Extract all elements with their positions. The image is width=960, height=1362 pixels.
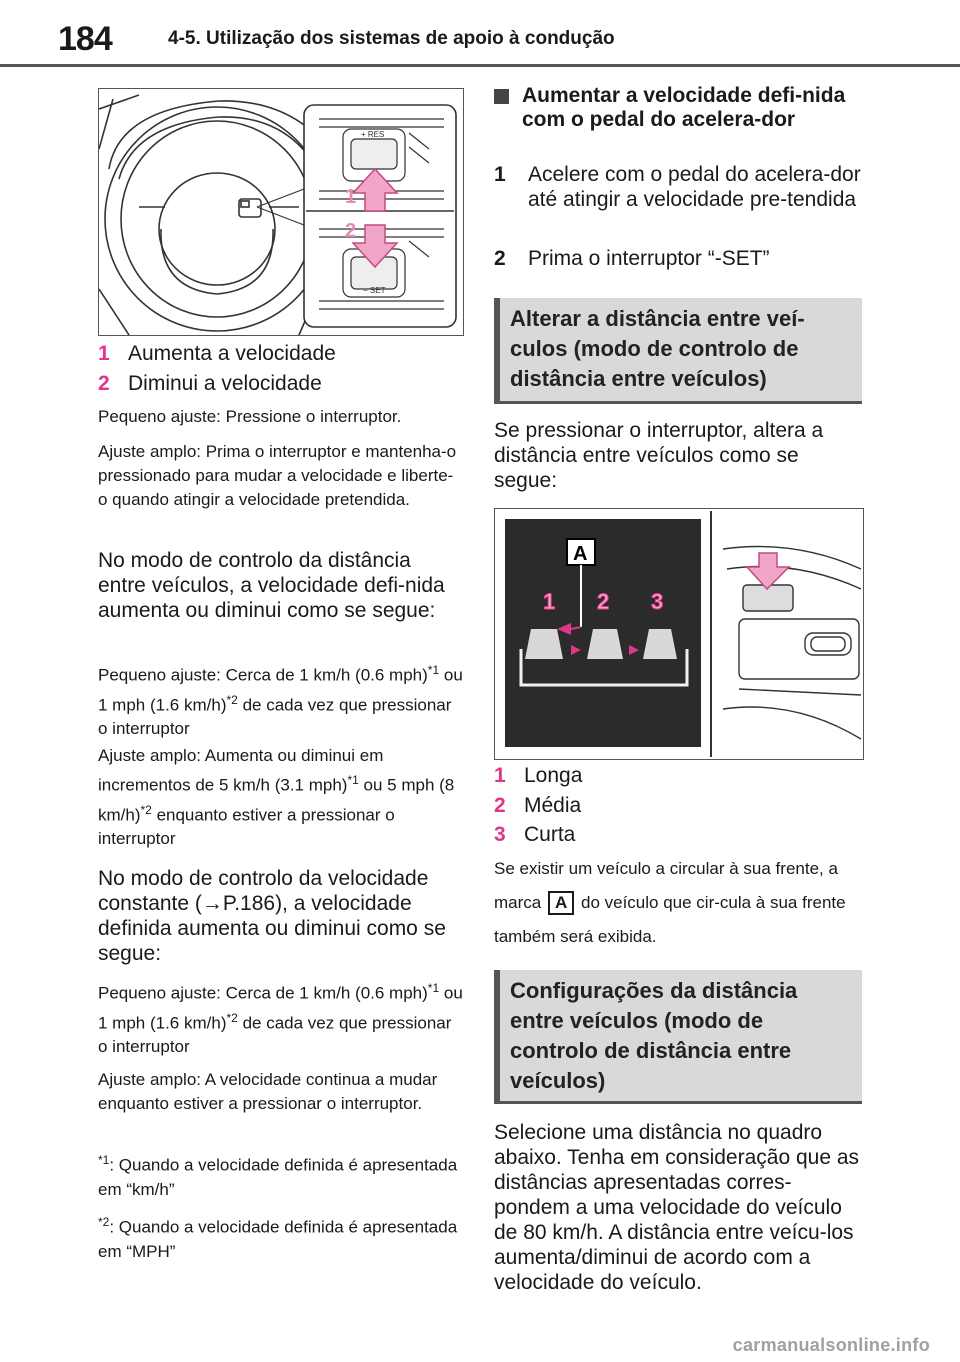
distance-label-1: 1 <box>543 589 555 614</box>
section-heading-box: Configurações da distância entre veículo… <box>494 970 862 1104</box>
footnote-ref: *2 <box>226 692 238 707</box>
note-lead-vehicle: Se existir um veículo a circular à sua f… <box>494 852 862 954</box>
paragraph-small-adjust: Pequeno ajuste: Pressione o interruptor. <box>98 407 402 426</box>
text-part: Pequeno ajuste: Cerca de 1 km/h (0.6 mph… <box>98 665 428 685</box>
step-arrow-icon <box>629 645 639 655</box>
footnote-ref: *1 <box>427 981 440 995</box>
down-arrow-icon <box>351 224 399 269</box>
item-text: Média <box>524 794 582 817</box>
item-text: Diminui a velocidade <box>128 372 322 395</box>
footnote-ref: *2 <box>226 1010 238 1025</box>
footnote-1: *1: Quando a velocidade definida é apres… <box>98 1148 463 1202</box>
section-title: 4-5. Utilização dos sistemas de apoio à … <box>168 28 615 49</box>
step-number: 1 <box>494 163 506 186</box>
note-text: Se existir um veículo a circular à sua f… <box>494 859 838 912</box>
paragraph-large-adjust: Ajuste amplo: Prima o interruptor e mant… <box>98 442 457 509</box>
footnote-ref: *1 <box>347 773 359 787</box>
header-rule <box>0 64 960 67</box>
list-item: 3 Curta <box>494 823 575 847</box>
heading-distance-mode: No modo de controlo da distância entre v… <box>98 549 445 622</box>
step-text: Acelere com o pedal do acelera-dor até a… <box>528 163 861 211</box>
paragraph-closing: Selecione uma distância no quadro abaixo… <box>494 1121 860 1294</box>
item-number: 2 <box>494 794 506 817</box>
callout-1: 1 <box>345 186 356 208</box>
step-number: 2 <box>494 247 506 270</box>
paragraph-constant-small: Pequeno ajuste: Cerca de 1 km/h (0.6 mph… <box>98 976 463 1059</box>
text-part: Pequeno ajuste: Cerca de 1 km/h (0.6 mph… <box>98 983 428 1003</box>
watermark: carmanualsonline.info <box>732 1335 930 1355</box>
footnote-ref: *1 <box>427 663 440 677</box>
steering-wheel-figure: + RES − SET 1 2 <box>98 88 464 336</box>
list-item: 1 Longa <box>494 764 582 788</box>
car-long-icon <box>525 629 563 659</box>
paragraph-constant-large: Ajuste amplo: A velocidade continua a mu… <box>98 1070 438 1113</box>
text-part: ou 1 mph (1.6 km/h) <box>98 983 463 1033</box>
item-text: Longa <box>524 764 583 787</box>
heading-accelerator: Aumentar a velocidade defi-nida com o pe… <box>522 84 846 131</box>
callout-2: 2 <box>345 220 356 242</box>
note-text: do veículo que cir-cula à sua frente tam… <box>494 893 846 946</box>
page-number: 184 <box>58 20 113 58</box>
step: 1 Acelere com o pedal do acelera-dor até… <box>494 162 864 212</box>
text-part: enquanto estiver a pressionar o interrup… <box>98 805 395 849</box>
item-text: Curta <box>524 823 576 846</box>
label-a: A <box>573 543 587 565</box>
heading-constant-mode: No modo de controlo da velocidade consta… <box>98 867 446 965</box>
item-number: 2 <box>98 372 110 395</box>
footnote-2: *2: Quando a velocidade definida é apres… <box>98 1210 463 1264</box>
section-heading-box: Alterar a distância entre veí-culos (mod… <box>494 298 862 404</box>
list-item: 1 Aumenta a velocidade <box>98 342 336 366</box>
step: 2 Prima o interruptor “-SET” <box>494 246 864 271</box>
mark-a-icon: A <box>547 891 575 915</box>
item-number: 1 <box>98 342 110 365</box>
up-arrow-icon <box>351 167 399 212</box>
press-arrow-icon <box>745 552 791 591</box>
switch-bottom-set-label: − SET <box>363 286 386 295</box>
item-text: Aumenta a velocidade <box>128 342 336 365</box>
footnote-text: : Quando a velocidade definida é apresen… <box>98 1155 458 1199</box>
distance-label-2: 2 <box>597 589 609 614</box>
distance-display-illustration: A 1 2 3 <box>505 511 862 757</box>
steering-wheel-illustration: + RES − SET 1 2 <box>98 94 457 336</box>
text-part: de cada vez que pressionar o interruptor <box>98 695 452 739</box>
pointer-arrow-icon <box>557 623 571 635</box>
list-item: 2 Média <box>494 794 581 818</box>
text-part: de cada vez que pressionar o interruptor <box>98 1013 452 1057</box>
footnote-text: : Quando a velocidade definida é apresen… <box>98 1217 458 1261</box>
text-part: ou 5 mph (8 km/h) <box>98 775 455 825</box>
distance-label-3: 3 <box>651 589 663 614</box>
text-part: ou 1 mph (1.6 km/h) <box>98 665 463 715</box>
footnote-marker: *1 <box>98 1153 110 1167</box>
footnote-marker: *2 <box>98 1215 110 1229</box>
step-text: Prima o interruptor “-SET” <box>528 247 770 270</box>
distance-display-figure: A 1 2 3 <box>494 508 864 760</box>
step-arrow-icon <box>571 645 581 655</box>
list-item: 2 Diminui a velocidade <box>98 372 322 396</box>
square-bullet-icon <box>494 84 516 106</box>
paragraph-intro: Se pressionar o interruptor, altera a di… <box>494 419 824 492</box>
item-number: 3 <box>494 823 506 846</box>
paragraph-distance-small: Pequeno ajuste: Cerca de 1 km/h (0.6 mph… <box>98 658 463 741</box>
car-short-icon <box>643 629 677 659</box>
footnote-ref: *2 <box>140 802 152 817</box>
paragraph-distance-large: Ajuste amplo: Aumenta ou diminui em incr… <box>98 744 463 851</box>
text-part: Ajuste amplo: Aumenta ou diminui em incr… <box>98 746 384 795</box>
item-number: 1 <box>494 764 506 787</box>
switch-top-res-label: + RES <box>361 130 384 139</box>
car-middle-icon <box>587 629 623 659</box>
